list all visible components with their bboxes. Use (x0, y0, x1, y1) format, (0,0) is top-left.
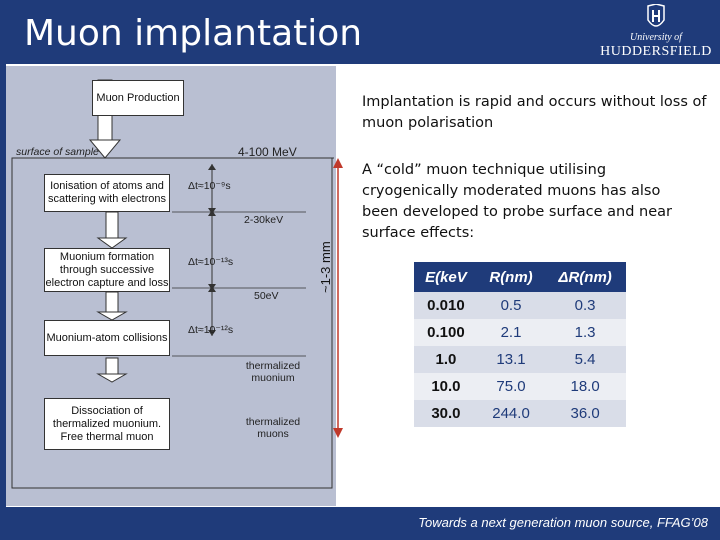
table-row: 10.0 75.0 18.0 (414, 373, 626, 400)
muonium-formation-box: Muonium formation through successive ele… (44, 248, 170, 292)
depth-arrow (333, 158, 343, 438)
table-cell: 2.1 (477, 319, 545, 346)
table-cell: 18.0 (544, 373, 626, 400)
table-row: 30.0 244.0 36.0 (414, 400, 626, 427)
paragraph-2: A “cold” muon technique utilising cryoge… (362, 162, 672, 241)
table-cell: 0.100 (414, 319, 478, 346)
table-header-row: E(keV R(nm) ΔR(nm) (414, 262, 626, 292)
table-cell: 1.3 (544, 319, 626, 346)
table-cell: 36.0 (544, 400, 626, 427)
table-row: 0.010 0.5 0.3 (414, 292, 626, 319)
dissociation-label: Dissociation of thermalized muonium. Fre… (52, 404, 162, 443)
energy-label-2: 50eV (254, 290, 279, 302)
table-cell: 13.1 (477, 346, 545, 373)
slide-title: Muon implantation (24, 13, 363, 54)
table-cell: 1.0 (414, 346, 478, 373)
energy-top-label: 4-100 MeV (238, 145, 297, 159)
paragraph-1: Implantation is rapid and occurs without… (362, 94, 707, 131)
table-row: 0.100 2.1 1.3 (414, 319, 626, 346)
surface-label: surface of sample (16, 146, 99, 158)
logo-line1: University of (630, 32, 682, 43)
footer-text: Towards a next generation muon source, F… (418, 515, 708, 530)
ionisation-label: Ionisation of atoms and scattering with … (48, 180, 166, 205)
university-logo: University of HUDDERSFIELD (600, 4, 712, 62)
table-cell: 5.4 (544, 346, 626, 373)
table-cell: 0.3 (544, 292, 626, 319)
depth-label: ~1-3 mm (318, 241, 333, 293)
table-header-cell: R(nm) (477, 262, 545, 292)
energy-label-3: thermalized muonium (245, 360, 301, 384)
table-cell: 10.0 (414, 373, 478, 400)
muon-production-box: Muon Production (92, 80, 184, 116)
slide-header: Muon implantation University of HUDDERSF… (0, 0, 720, 64)
muonium-collisions-label: Muonium-atom collisions (46, 331, 168, 344)
crest-icon (647, 4, 665, 27)
table-cell: 0.5 (477, 292, 545, 319)
energy-label-4: thermalized muons (245, 416, 301, 440)
energy-label-1: 2-30keV (244, 214, 284, 226)
dt-label-2: Δt≈10⁻¹³s (188, 256, 234, 268)
table-cell: 75.0 (477, 373, 545, 400)
table-row: 1.0 13.1 5.4 (414, 346, 626, 373)
table-cell: 0.010 (414, 292, 478, 319)
table-cell: 244.0 (477, 400, 545, 427)
dt-label-3: Δt≈10⁻¹²s (188, 324, 234, 336)
range-table: E(keV R(nm) ΔR(nm) 0.010 0.5 0.3 0.100 2… (414, 262, 626, 427)
dissociation-box: Dissociation of thermalized muonium. Fre… (44, 398, 170, 450)
slide-footer: Towards a next generation muon source, F… (0, 507, 720, 540)
table-header-cell: E(keV (414, 262, 478, 292)
muonium-collisions-box: Muonium-atom collisions (44, 320, 170, 356)
muonium-formation-label: Muonium formation through successive ele… (45, 250, 169, 289)
muon-production-label: Muon Production (96, 91, 180, 104)
dt-label-1: Δt≈10⁻⁹s (188, 180, 231, 192)
left-border (0, 64, 6, 507)
implantation-diagram: Muon Production surface of sample 4-100 … (6, 66, 336, 506)
table-cell: 30.0 (414, 400, 478, 427)
ionisation-box: Ionisation of atoms and scattering with … (44, 174, 170, 212)
table-header-cell: ΔR(nm) (544, 262, 626, 292)
logo-line2: HUDDERSFIELD (600, 44, 712, 59)
